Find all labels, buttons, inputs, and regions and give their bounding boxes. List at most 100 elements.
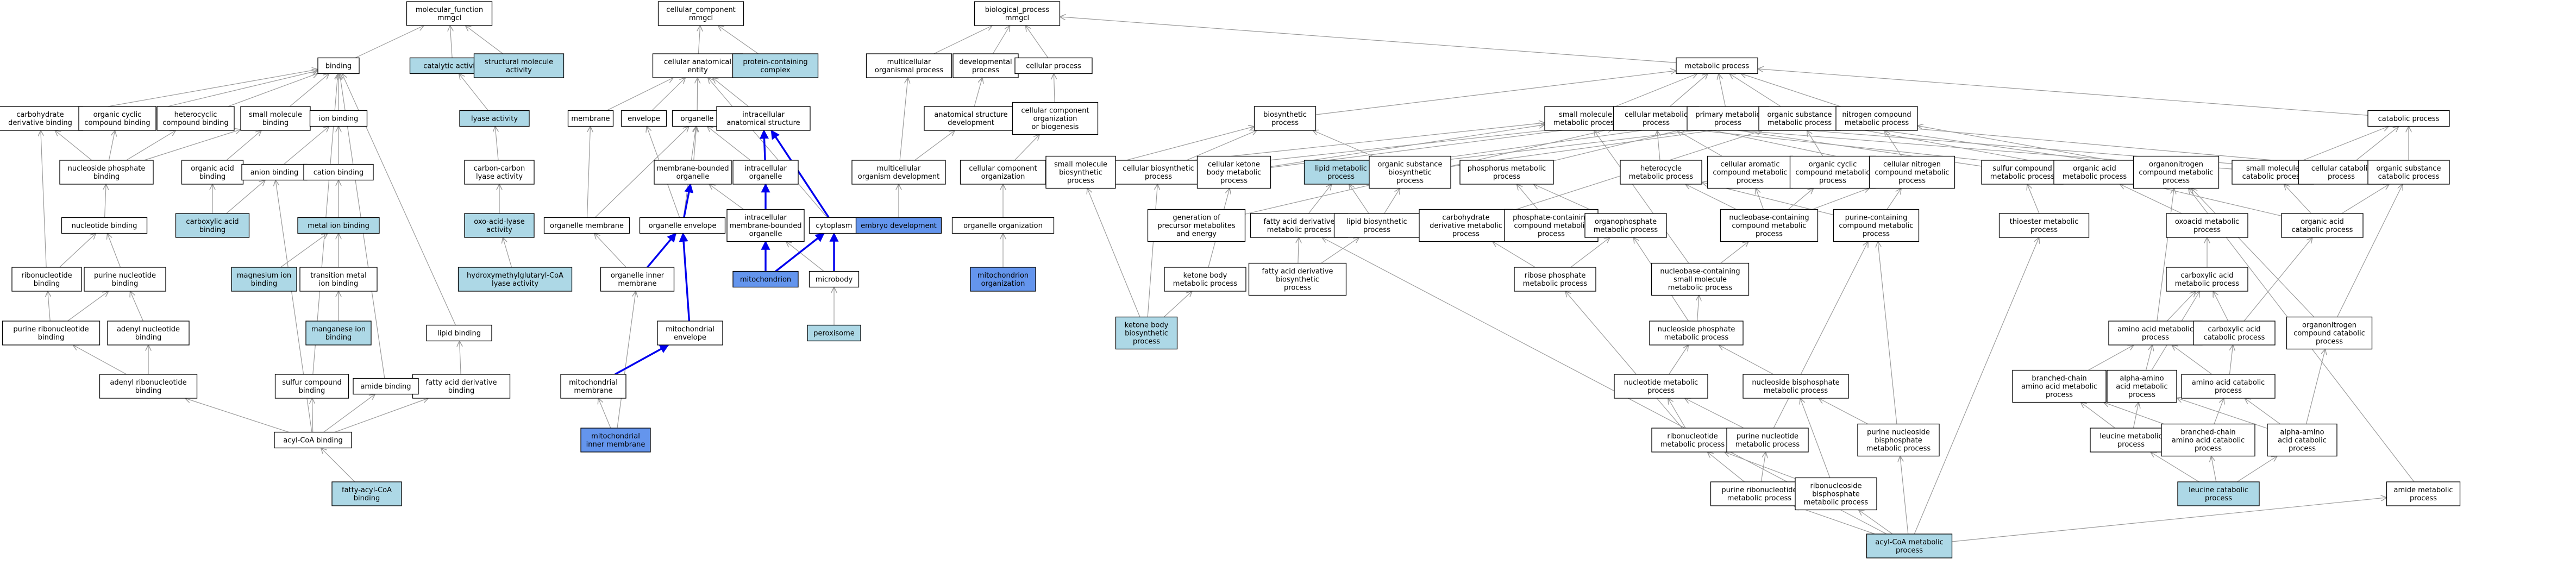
edge-line (914, 130, 955, 161)
go-term-label: ribose phosphate (1525, 272, 1586, 280)
edge-catalytic-to-mf (450, 26, 452, 58)
go-term-box (464, 213, 535, 238)
go-term-label: anion binding (250, 169, 299, 177)
edge-carbder-to-binding (83, 70, 318, 111)
edge-line (59, 234, 96, 268)
go-term-box (241, 164, 308, 181)
edge-line (1720, 242, 1748, 263)
edge-oacp-to-oscp (2341, 184, 2390, 214)
edge-ribonucbind-to-nucbind (59, 234, 96, 268)
go-term-node-mito: mitochondrion (732, 271, 799, 288)
edge-line (1014, 135, 1039, 161)
edge-line (712, 78, 749, 107)
go-term-label: carbohydrate (1442, 214, 1489, 222)
go-term-label: alpha-amino (2120, 375, 2164, 383)
go-term-node-cytoplasm: cytoplasm (808, 217, 860, 234)
go-term-node-binding: binding (317, 57, 360, 74)
edge-line (647, 233, 677, 268)
go-term-label: lipid binding (437, 330, 481, 338)
go-term-label: process (1220, 177, 1248, 185)
edge-line (1570, 237, 1610, 268)
edge-line (2245, 398, 2280, 424)
go-term-label: biosynthetic (1263, 111, 1307, 119)
go-term-node-organelle: organelle (672, 110, 723, 127)
go-term-box (567, 110, 614, 127)
edge-line (1315, 71, 1677, 115)
edge-line (283, 127, 329, 165)
go-term-label: oxoacid metabolic (2175, 218, 2239, 226)
edge-line (1054, 74, 1055, 103)
go-term-node-cationbind: cation binding (303, 164, 374, 181)
edge-ocmp-to-osmp (1807, 130, 1823, 156)
go-term-label: process (1714, 119, 1741, 127)
edge-line (1812, 188, 1869, 210)
go-term-label: metabolic process (1768, 119, 1832, 127)
go-term-label: heterocycle (1640, 165, 1682, 173)
edge-aaacp-to-aacp (2245, 398, 2280, 424)
edge-aaacp-to-occp (2305, 349, 2325, 424)
go-term-box (2281, 213, 2364, 238)
go-term-label: anatomical structure (726, 119, 800, 127)
go-term-label: mmgcl (689, 14, 713, 22)
edge-bcaacp-to-bcaamp (2104, 403, 2164, 425)
go-term-label: process (1396, 177, 1424, 185)
go-term-box (1250, 213, 1349, 238)
edge-line (617, 291, 636, 429)
edge-microbody-to-imbo (786, 242, 824, 272)
edge-adenbind-to-purnucbind (130, 291, 143, 322)
edge-cclyase-to-lyase (495, 127, 498, 161)
go-term-label: process (2117, 441, 2145, 449)
go-term-box (2090, 428, 2172, 453)
edge-line (2157, 189, 2174, 322)
go-term-label: envelope (674, 334, 706, 342)
go-term-label: purine nucleotide (94, 272, 156, 280)
edge-line (503, 237, 512, 268)
go-term-label: transition metal (310, 272, 366, 280)
go-term-label: leucine metabolic (2099, 432, 2162, 441)
edge-occp-to-oscp (2337, 184, 2403, 317)
edge-line (1163, 291, 1192, 317)
go-term-label: amino acid metabolic (2021, 383, 2097, 391)
go-term-label: process (972, 66, 999, 74)
edge-ncsmmp-to-smmp (1594, 130, 1689, 263)
go-term-label: cellular ketone (1208, 161, 1260, 169)
go-term-label: derivative metabolic (1430, 222, 1502, 230)
go-term-node-ionbind: ion binding (309, 110, 368, 127)
go-term-label: process (2193, 226, 2221, 234)
edge-ncsmmp-to-nccmp (1720, 242, 1748, 263)
go-term-label: organelle membrane (550, 222, 624, 230)
go-term-box (1014, 57, 1093, 74)
edge-mim-to-mitomem (598, 398, 611, 429)
go-term-label: process (2205, 494, 2232, 503)
go-term-box (2181, 374, 2276, 399)
go-term-label: process (1133, 338, 1160, 346)
edge-acylcoamp-to-prnmp (1794, 506, 1875, 535)
go-term-box (657, 321, 723, 346)
go-term-label: small molecule (1054, 161, 1107, 169)
go-term-label: molecular_function (416, 6, 483, 14)
go-term-label: organelle (676, 173, 710, 181)
go-term-box (2166, 213, 2248, 238)
go-term-label: biosynthetic (1059, 169, 1102, 177)
edge-phosmp-to-primp (1553, 128, 1687, 161)
go-term-label: structural molecule (485, 58, 553, 66)
go-term-label: small molecule (249, 111, 302, 119)
go-term-label: primary metabolic (1695, 111, 1760, 119)
edge-cellcat-to-catab (2356, 127, 2399, 161)
edge-pcc-to-cc (718, 26, 759, 54)
go-term-label: activity (486, 226, 512, 234)
